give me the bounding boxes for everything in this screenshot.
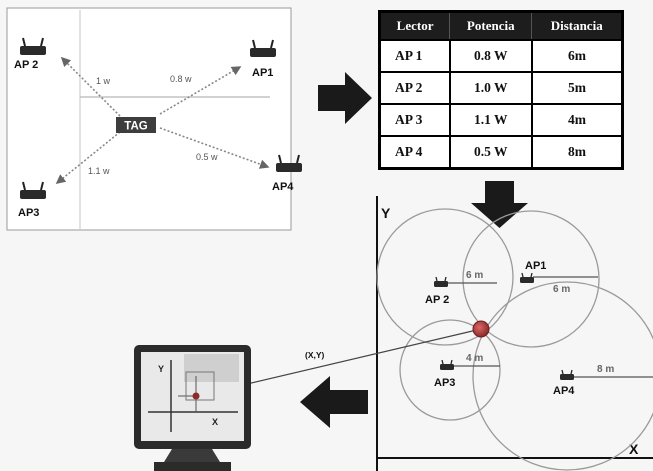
reader-table: Lector Potencia Distancia AP 1 0.8 W 6m … [378,10,624,170]
reader-signal-panel: TAG 1 w 0.8 w 1.1 w 0.5 w AP 2 AP1 AP3 [6,7,302,231]
header-distancia: Distancia [531,11,623,41]
table-row: AP 1 0.8 W 6m [378,39,624,73]
router-icon-ap2 [20,37,46,55]
header-lector: Lector [378,11,451,41]
router-icon-ap3 [20,181,46,199]
monitor-position-dot [192,392,200,400]
monitor-x-label: X [212,417,218,427]
ap3-label: AP3 [18,207,39,219]
y-axis-label: Y [381,205,391,221]
table-row: AP 4 0.5 W 8m [378,134,624,170]
plot-ap4-label: AP4 [553,385,575,397]
monitor-icon: Y X [134,345,251,471]
plot-ap1-label: AP1 [525,260,546,272]
cell-distance: 6m [530,39,624,73]
down-arrow [471,181,528,228]
tag-label: TAG [124,121,147,133]
radius-label-ap4: 8 m [597,364,614,375]
plot-ap2-label: AP 2 [425,294,449,306]
radius-label-ap2: 6 m [466,270,483,281]
router-icon-ap4 [276,154,302,172]
table-row: AP 2 1.0 W 5m [378,70,624,105]
cell-reader: AP 4 [378,134,451,170]
point-coordinate-label: (X,Y) [305,350,325,360]
range-circle-ap1 [462,210,600,348]
cell-distance: 4m [530,102,624,137]
monitor-y-label: Y [158,364,164,374]
radius-label-ap1: 6 m [553,284,570,295]
cell-power: 1.1 W [448,102,533,137]
estimated-position-point [472,320,490,338]
trilateration-plot: Y X 6 m 6 m 4 m 8 m [195,196,653,471]
cell-distance: 8m [530,134,624,170]
router-icon-small-ap1 [520,272,534,283]
ap1-label: AP1 [252,67,273,79]
power-label-ap2: 1 w [96,76,111,86]
x-axis-label: X [629,441,639,457]
left-arrow [300,376,368,428]
power-label-ap4: 0.5 w [196,152,218,162]
right-arrow [318,72,372,124]
cell-reader: AP 1 [378,39,451,73]
table-header-row: Lector Potencia Distancia [378,11,623,41]
cell-power: 0.8 W [448,39,533,73]
ap2-label: AP 2 [14,59,38,71]
monitor-base [154,462,231,471]
power-label-ap1: 0.8 w [170,74,192,84]
ap4-label: AP4 [272,181,294,193]
range-circle-ap2 [376,208,514,346]
monitor-stand [164,449,220,462]
range-circle-ap4 [472,281,653,471]
plot-ap3-label: AP3 [434,377,455,389]
header-potencia: Potencia [449,11,533,41]
power-label-ap3: 1.1 w [88,166,110,176]
router-icon-small-ap4 [560,369,574,380]
cell-power: 0.5 W [448,134,533,170]
router-icon-small-ap2 [434,276,448,287]
cell-reader: AP 3 [378,102,451,137]
radius-label-ap3: 4 m [466,353,483,364]
router-icon-ap1 [250,39,276,57]
cell-power: 1.0 W [448,70,533,105]
range-circle-ap3 [399,319,501,421]
router-icon-small-ap3 [440,359,454,370]
cell-distance: 5m [530,70,624,105]
table-row: AP 3 1.1 W 4m [378,102,624,137]
cell-reader: AP 2 [378,70,451,105]
tag-box [116,117,156,133]
